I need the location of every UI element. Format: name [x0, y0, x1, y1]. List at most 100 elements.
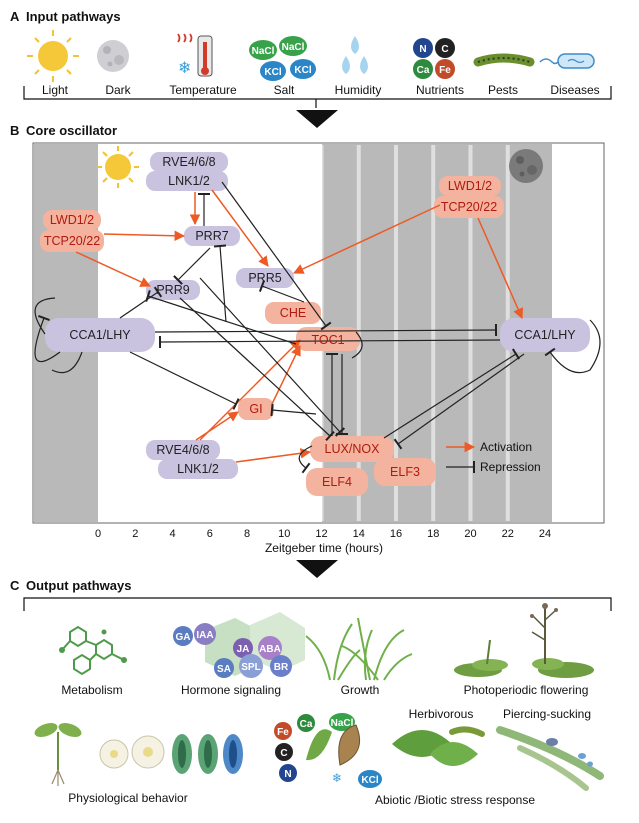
node-gi: GI [249, 402, 262, 416]
output-metabolism: Metabolism [61, 683, 122, 697]
input-labels: Light Dark Temperature Salt Humidity Nut… [42, 83, 600, 97]
svg-text:N: N [284, 769, 291, 780]
node-lwd-right: LWD1/2 [448, 179, 492, 193]
time-gridline [170, 145, 175, 521]
svg-text:ABA: ABA [259, 644, 281, 655]
grass-icon [305, 617, 413, 681]
svg-text:KCl: KCl [264, 67, 281, 78]
time-gridline [431, 145, 436, 521]
svg-text:BR: BR [274, 662, 289, 673]
legend-repression: Repression [480, 460, 541, 474]
svg-text:GA: GA [176, 632, 191, 643]
svg-text:C: C [280, 748, 287, 759]
node-elf4: ELF4 [322, 475, 352, 489]
section-a-title: Input pathways [26, 9, 121, 24]
activation-edges [75, 189, 523, 463]
time-tick-label: 22 [502, 528, 514, 540]
legend-activation: Activation [480, 440, 532, 454]
caterpillar-icon [473, 53, 535, 67]
node-blobs [40, 152, 590, 496]
node-lux: LUX/NOX [325, 442, 381, 456]
sun-icon [97, 146, 139, 188]
molecule-icon [61, 625, 125, 676]
time-gridline [282, 145, 287, 521]
thermometer-icon: ❄ [177, 33, 213, 77]
time-tick-label: 14 [353, 528, 365, 540]
output-bracket [23, 597, 612, 611]
output-flowering: Photoperiodic flowering [464, 683, 589, 697]
input-label: Nutrients [416, 83, 464, 97]
nutrients-icon: N C Ca Fe [413, 38, 455, 79]
input-label: Temperature [169, 83, 237, 97]
time-axis-label: Zeitgeber time (hours) [265, 541, 383, 555]
section-c-title: Output pathways [26, 578, 131, 593]
svg-text:N: N [419, 44, 426, 55]
node-elf3: ELF3 [390, 465, 420, 479]
node-prr5: PRR5 [248, 271, 281, 285]
output-physiology: Physiological behavior [68, 791, 187, 805]
seedling-icon [34, 723, 82, 786]
hormone-icons: GA IAA JA ABA SA SPL BR [173, 612, 305, 678]
time-gridline [245, 145, 249, 521]
stress-icons: Fe Ca C N NaCl KCl ❄ [274, 713, 382, 788]
svg-text:Fe: Fe [439, 65, 451, 76]
svg-text:SPL: SPL [241, 662, 260, 673]
svg-text:IAA: IAA [196, 630, 213, 641]
svg-text:Ca: Ca [300, 719, 313, 730]
section-b-title: Core oscillator [26, 123, 117, 138]
stomata-icon [172, 734, 243, 774]
time-tick-label: 2 [132, 528, 138, 540]
input-label: Light [42, 83, 69, 97]
down-arrow-icon [296, 110, 338, 128]
output-hormone: Hormone signaling [181, 683, 281, 697]
salt-icon: NaCl NaCl KCl KCl [249, 36, 316, 81]
node-prr7: PRR7 [195, 229, 228, 243]
svg-text:❄: ❄ [332, 771, 342, 785]
molecule-dots-icon [59, 629, 127, 663]
svg-text:Ca: Ca [417, 65, 430, 76]
time-tick-label: 20 [464, 528, 476, 540]
time-tick-label: 8 [244, 528, 250, 540]
svg-text:SA: SA [217, 664, 231, 675]
output-herbivorous: Herbivorous [409, 707, 474, 721]
time-tick-label: 10 [278, 528, 290, 540]
section-c-letter: C [10, 578, 20, 593]
node-rve-bottom: RVE4/6/8 [156, 443, 209, 457]
input-label: Humidity [335, 83, 382, 97]
time-tick-label: 16 [390, 528, 402, 540]
moon-icon [97, 40, 129, 72]
time-gridline [207, 145, 212, 521]
time-tick-label: 24 [539, 528, 551, 540]
time-tick-label: 12 [315, 528, 327, 540]
svg-text:KCl: KCl [294, 65, 311, 76]
input-label: Diseases [550, 83, 599, 97]
oscillator-nodes: RVE4/6/8 LNK1/2 LWD1/2 TCP20/22 LWD1/2 T… [44, 155, 576, 489]
node-lnk-bottom: LNK1/2 [177, 462, 219, 476]
output-piercing: Piercing-sucking [503, 707, 591, 721]
repression-edges [34, 181, 601, 474]
node-toc1: TOC1 [311, 333, 344, 347]
node-tcp-right: TCP20/22 [441, 200, 497, 214]
svg-text:NaCl: NaCl [331, 718, 354, 729]
node-cca-left: CCA1/LHY [69, 328, 131, 342]
sun-icon [27, 30, 79, 82]
time-tick-label: 18 [427, 528, 439, 540]
node-lwd-left: LWD1/2 [50, 213, 94, 227]
bacteria-icon [539, 53, 595, 69]
legend: Activation Repression [446, 440, 541, 474]
time-tick-label: 0 [95, 528, 101, 540]
input-bracket [23, 86, 612, 100]
section-b-letter: B [10, 123, 19, 138]
output-growth: Growth [341, 683, 380, 697]
node-lnk-top: LNK1/2 [168, 174, 210, 188]
input-label: Pests [488, 83, 518, 97]
water-drops-icon [342, 36, 368, 74]
aphid-leaf-icon [496, 726, 604, 791]
time-gridline [394, 145, 398, 521]
svg-text:KCl: KCl [361, 775, 378, 786]
svg-text:NaCl: NaCl [282, 42, 305, 53]
flowering-plant-icon [454, 603, 594, 678]
output-stress: Abiotic /Biotic stress response [375, 793, 535, 807]
